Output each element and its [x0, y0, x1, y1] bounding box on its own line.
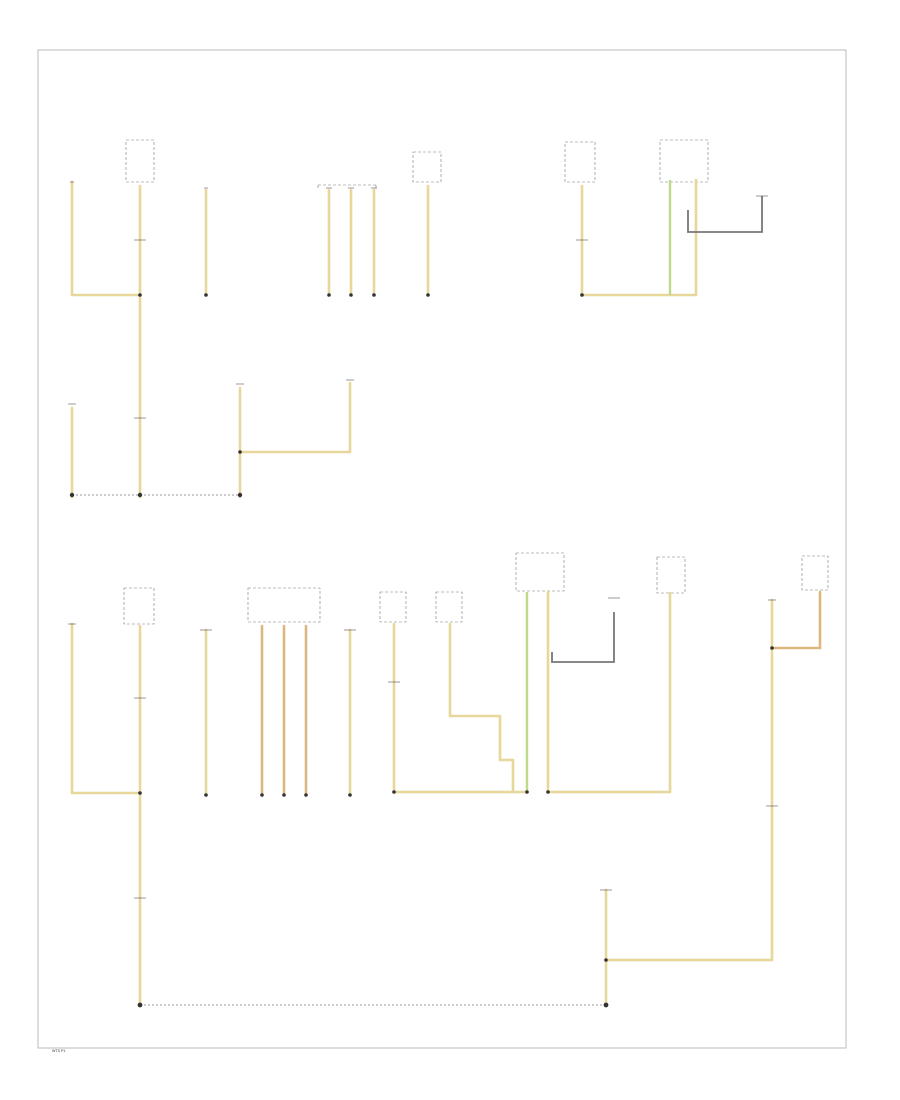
- connector-box: [564, 141, 596, 183]
- splice: [327, 293, 331, 297]
- splice: [138, 791, 142, 795]
- terminal-ticks: [68, 597, 778, 899]
- splice: [349, 293, 353, 297]
- splice: [392, 790, 396, 794]
- wire-yellow: [546, 590, 672, 794]
- connector-box: [801, 555, 829, 591]
- connector-box: [123, 587, 155, 625]
- ground-node: [137, 1002, 143, 1008]
- connector-box: [656, 556, 686, 594]
- wire-yellow: [604, 598, 774, 962]
- splice: [580, 293, 584, 297]
- connector-box: [247, 587, 321, 623]
- ground-node: [69, 492, 75, 498]
- splice: [372, 293, 376, 297]
- ground-node: [237, 492, 243, 498]
- splice: [238, 450, 242, 454]
- connector-box: [659, 139, 709, 183]
- splice: [138, 293, 142, 297]
- splice: [282, 793, 286, 797]
- splice: [604, 958, 608, 962]
- connector-box: [435, 591, 463, 623]
- splice: [204, 293, 208, 297]
- splice: [426, 293, 430, 297]
- wire-yellow: [70, 180, 142, 297]
- wire-yellow: [238, 381, 352, 454]
- connector-box: [412, 151, 442, 183]
- connector-box: [125, 139, 155, 183]
- wire-yellow: [448, 622, 515, 794]
- connector-box: [515, 552, 565, 592]
- wire-gray: [687, 196, 763, 233]
- diagram-border: [37, 49, 847, 1049]
- wire-yellow: [70, 622, 142, 795]
- wire-gray: [551, 612, 615, 663]
- switch-outline: [317, 184, 377, 190]
- splice: [260, 793, 264, 797]
- splice: [204, 793, 208, 797]
- splice: [348, 793, 352, 797]
- diagram-footer-code: WTS P1: [52, 1049, 65, 1053]
- splice: [546, 790, 550, 794]
- wire-yellow: [392, 622, 529, 794]
- ground-node: [603, 1002, 609, 1008]
- connector-box: [379, 591, 407, 623]
- top-section: [68, 139, 768, 499]
- bottom-section: [68, 552, 829, 1008]
- splice: [304, 793, 308, 797]
- splice: [525, 790, 529, 794]
- splice: [770, 646, 774, 650]
- wire-yellow-orange: [770, 590, 822, 650]
- terminal-ticks: [68, 181, 768, 405]
- inline-connector: [134, 239, 588, 419]
- ground-node: [137, 492, 143, 498]
- wire-yellow: [580, 178, 698, 297]
